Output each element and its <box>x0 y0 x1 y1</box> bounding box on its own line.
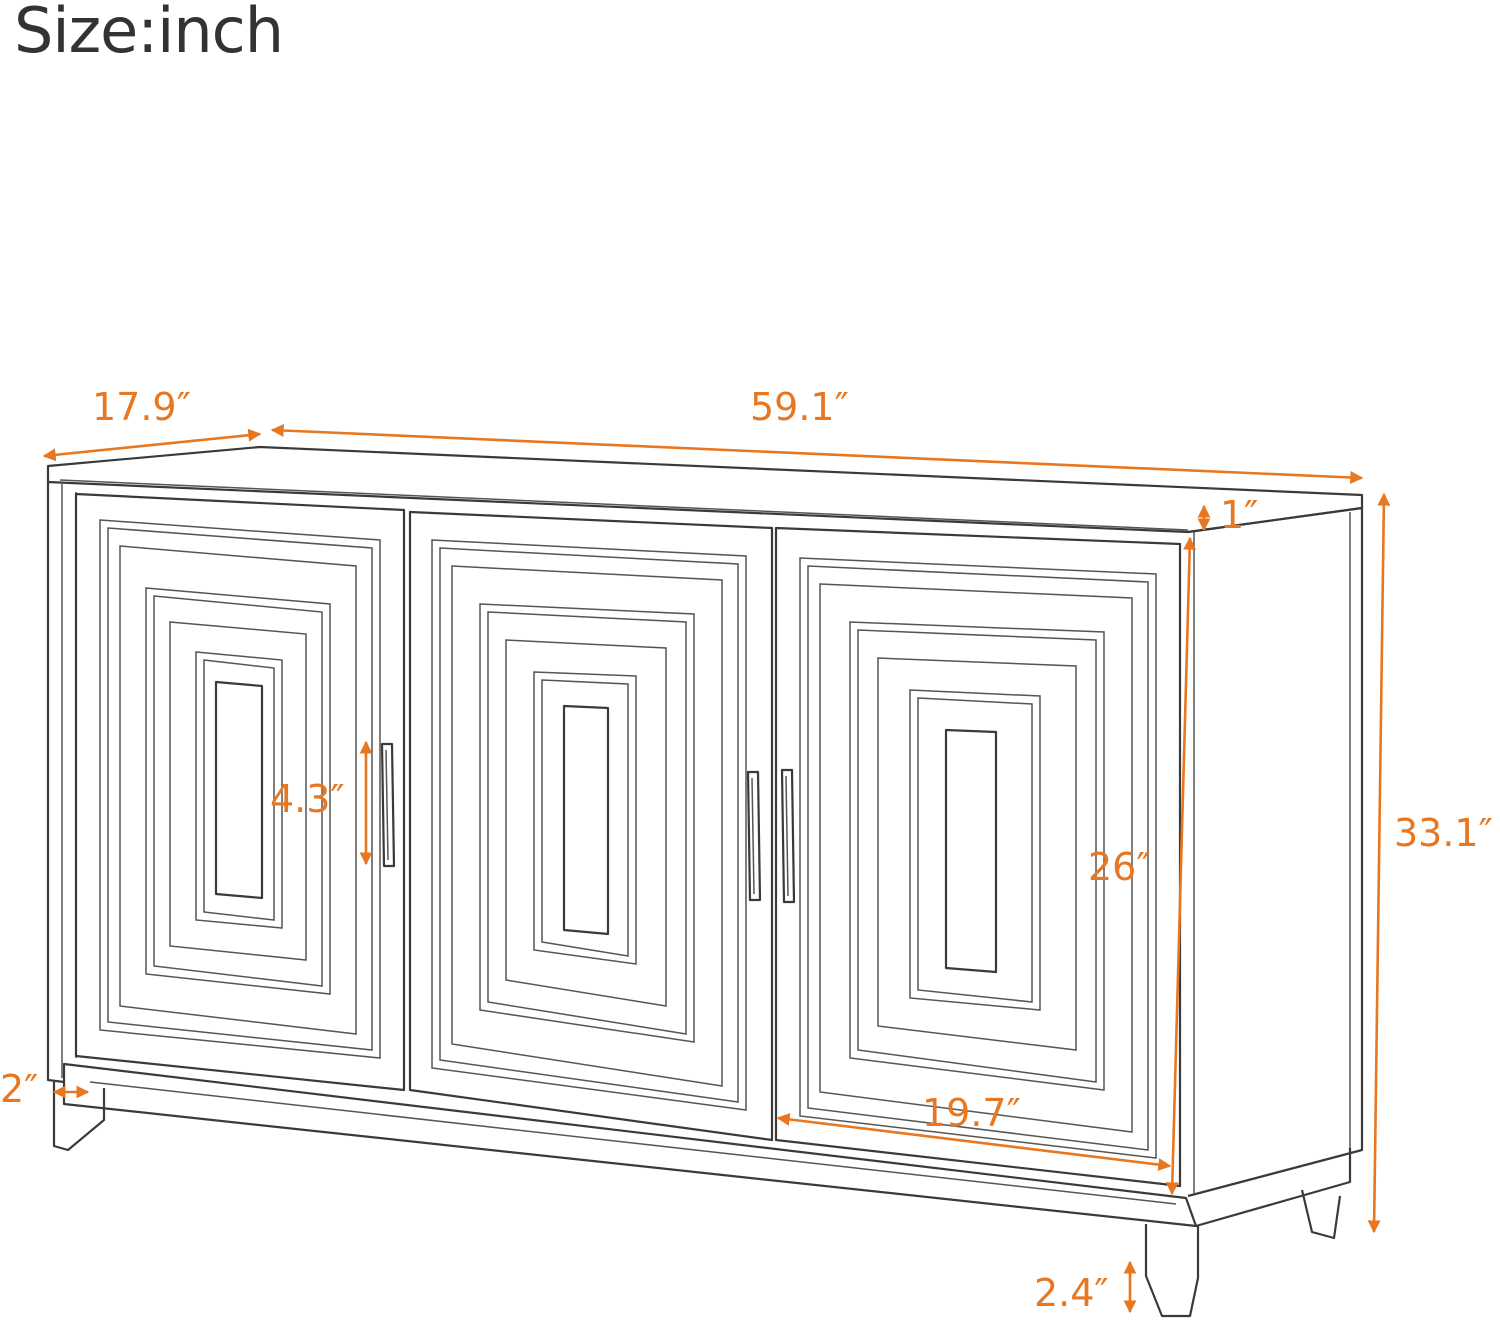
handle-left-door <box>380 742 396 868</box>
door-height-label: 26″ <box>1088 845 1151 889</box>
leg-front-right <box>1144 1224 1200 1318</box>
door-width-dimension-line <box>776 1112 1172 1172</box>
overall-height-label: 33.1″ <box>1394 811 1493 855</box>
depth-dimension-line <box>42 428 262 462</box>
overall-height-dimension-line <box>1367 492 1391 1234</box>
door-middle <box>408 510 774 1142</box>
width-dimension-line <box>270 424 1364 484</box>
leg-width-label: 2″ <box>0 1067 38 1111</box>
leg-back-right <box>1300 1189 1342 1240</box>
leg-front-left <box>52 1082 106 1152</box>
cabinet-top <box>46 445 1364 534</box>
base-rail <box>62 1062 1198 1228</box>
width-label: 59.1″ <box>750 385 849 429</box>
cabinet-side-panel <box>1187 506 1364 1198</box>
handle-middle-door <box>746 770 762 902</box>
dimension-lines <box>42 424 1391 1314</box>
handle-length-label: 4.3″ <box>270 777 345 821</box>
page-title: Size:inch <box>14 0 284 67</box>
door-height-dimension-line <box>1165 536 1197 1196</box>
door-left <box>74 492 406 1092</box>
door-width-label: 19.7″ <box>922 1091 1021 1135</box>
depth-label: 17.9″ <box>92 385 191 429</box>
leg-height-label: 2.4″ <box>1034 1271 1109 1315</box>
top-thickness-label: 1″ <box>1220 493 1258 537</box>
dimension-labels: 17.9″ 59.1″ 1″ 33.1″ 4.3″ 26″ 19.7″ 2″ 2… <box>0 385 1493 1315</box>
cabinet-body <box>46 445 1364 1318</box>
handle-right-door <box>780 768 796 904</box>
